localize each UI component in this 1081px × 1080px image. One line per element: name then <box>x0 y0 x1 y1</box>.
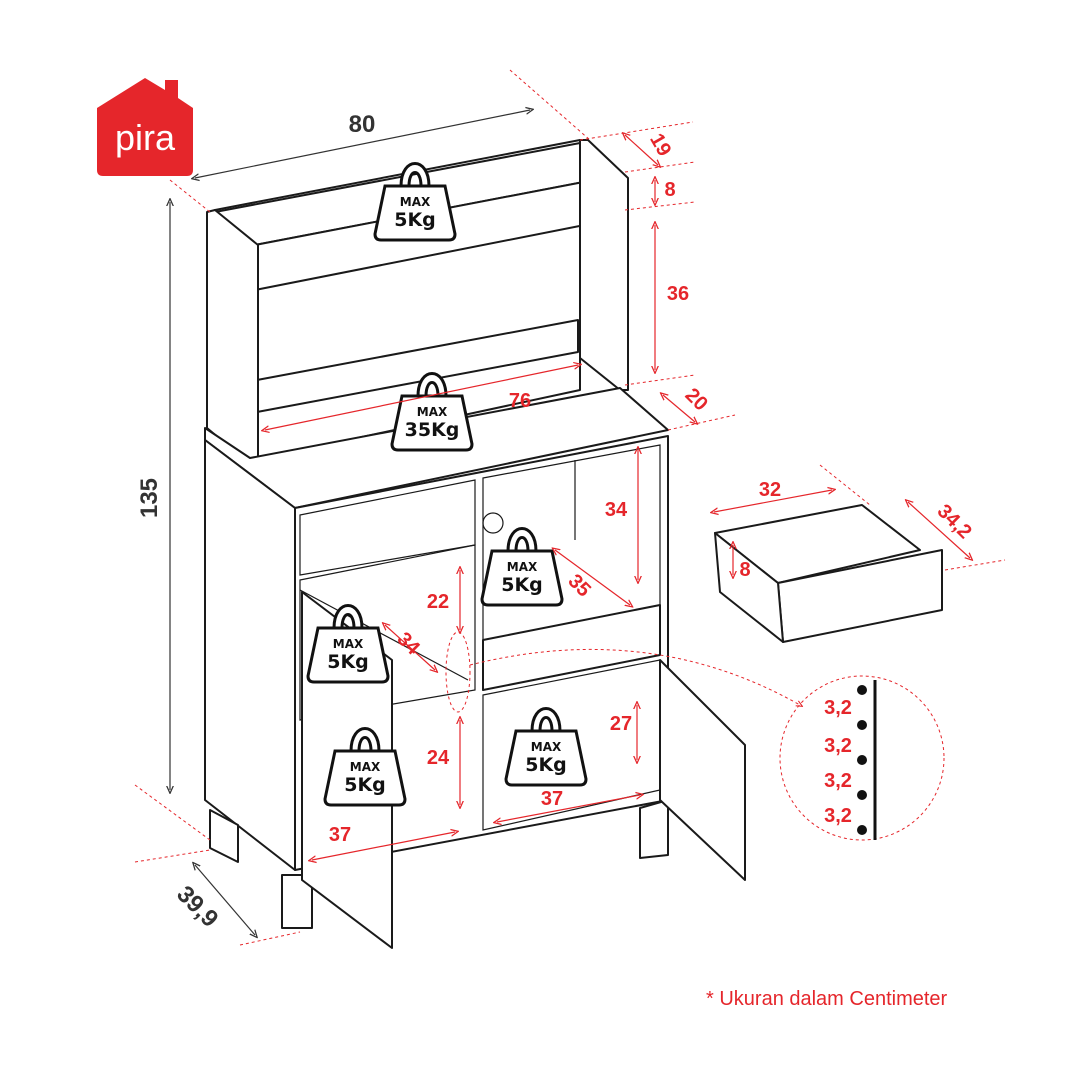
units-footnote: * Ukuran dalam Centimeter <box>706 988 948 1010</box>
svg-text:5Kg: 5Kg <box>327 651 369 673</box>
svg-text:19: 19 <box>645 130 675 160</box>
svg-text:37: 37 <box>329 824 351 846</box>
svg-text:3,2: 3,2 <box>824 697 852 719</box>
svg-text:20: 20 <box>681 384 712 415</box>
svg-text:MAX: MAX <box>350 760 381 774</box>
svg-text:27: 27 <box>610 713 632 735</box>
svg-text:3,2: 3,2 <box>824 735 852 757</box>
svg-text:8: 8 <box>664 179 675 201</box>
svg-text:3,2: 3,2 <box>824 770 852 792</box>
svg-text:MAX: MAX <box>417 405 448 419</box>
svg-text:76: 76 <box>509 390 531 412</box>
svg-text:36: 36 <box>667 283 689 305</box>
svg-text:34,2: 34,2 <box>933 500 976 543</box>
svg-text:MAX: MAX <box>531 740 562 754</box>
svg-text:35Kg: 35Kg <box>405 419 460 441</box>
svg-text:3,2: 3,2 <box>824 805 852 827</box>
svg-text:37: 37 <box>541 788 563 810</box>
dimension-lines <box>134 69 1006 946</box>
svg-text:5Kg: 5Kg <box>344 774 386 796</box>
svg-text:34: 34 <box>605 499 628 521</box>
svg-text:5Kg: 5Kg <box>501 574 543 596</box>
svg-text:32: 32 <box>759 479 781 501</box>
dim-height: 135 <box>136 478 163 518</box>
svg-text:24: 24 <box>427 747 450 769</box>
svg-text:8: 8 <box>739 559 750 581</box>
svg-text:5Kg: 5Kg <box>394 209 436 231</box>
svg-text:MAX: MAX <box>400 195 431 209</box>
svg-text:MAX: MAX <box>507 560 538 574</box>
svg-text:MAX: MAX <box>333 637 364 651</box>
logo-text: pira <box>115 117 176 158</box>
svg-text:5Kg: 5Kg <box>525 754 567 776</box>
svg-text:22: 22 <box>427 591 449 613</box>
pira-logo: pira <box>97 78 193 176</box>
dim-width: 80 <box>349 111 376 138</box>
